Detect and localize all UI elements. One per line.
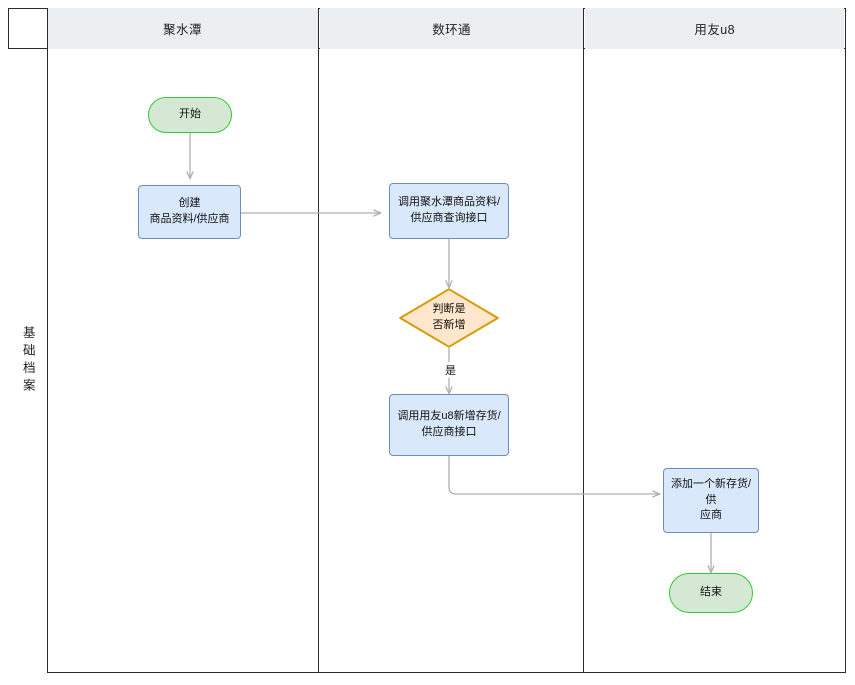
node-end[interactable]: 结束 bbox=[669, 573, 753, 613]
lane-divider-pool-title bbox=[47, 8, 48, 673]
pool-title-label: 基础档案 bbox=[20, 326, 35, 396]
node-query-jushuitan-api[interactable]: 调用聚水潭商品资料/ 供应商查询接口 bbox=[389, 183, 509, 239]
lane-divider-2 bbox=[583, 8, 584, 673]
edge-label-yes: 是 bbox=[443, 362, 458, 378]
node-start[interactable]: 开始 bbox=[148, 97, 232, 133]
swimlane-pool bbox=[8, 8, 846, 673]
lane-header-jushuitan[interactable]: 聚水潭 bbox=[47, 8, 318, 49]
node-decide-is-new-label: 判断是 否新增 bbox=[432, 303, 466, 331]
lane-header-yongyou-u8[interactable]: 用友u8 bbox=[585, 8, 845, 49]
decision-diamond-shape bbox=[399, 288, 499, 348]
lane-header-shuhuantong[interactable]: 数环通 bbox=[319, 8, 584, 49]
swimlane-header-row: 聚水潭 数环通 用友u8 bbox=[8, 8, 846, 49]
node-call-u8-add-api[interactable]: 调用用友u8新增存货/ 供应商接口 bbox=[389, 394, 509, 456]
lane-divider-1 bbox=[318, 8, 319, 673]
node-add-new-inventory-supplier[interactable]: 添加一个新存货/供 应商 bbox=[663, 468, 759, 533]
pool-title: 基础档案 bbox=[8, 49, 47, 673]
node-create-goods-supplier[interactable]: 创建 商品资料/供应商 bbox=[138, 185, 241, 239]
node-decide-is-new[interactable]: 判断是 否新增 bbox=[399, 288, 499, 348]
